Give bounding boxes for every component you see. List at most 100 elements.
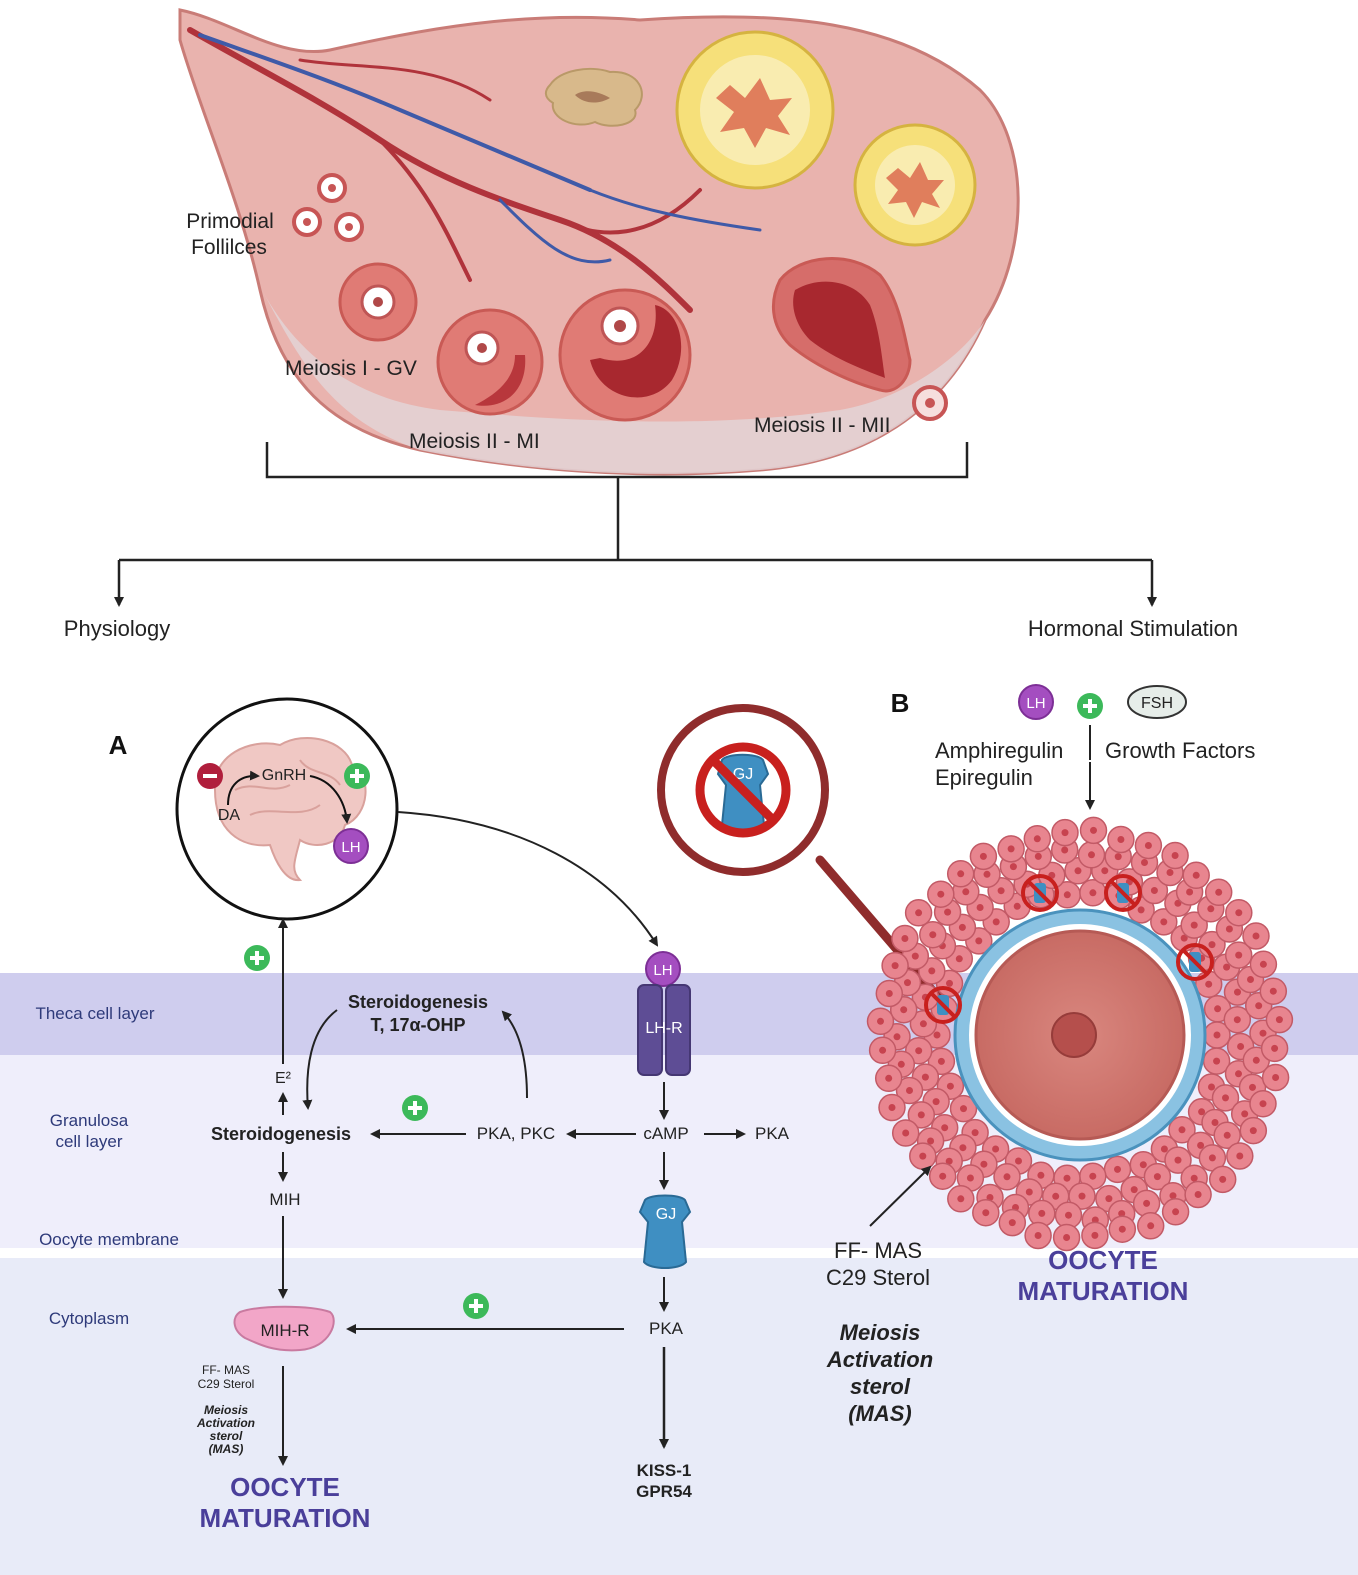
cumulus-cell-nucleus [1211, 1119, 1219, 1126]
primordial-follicles [292, 173, 364, 242]
cumulus-cell-nucleus [1255, 1002, 1263, 1010]
cumulus-cell-nucleus [891, 962, 899, 970]
cumulus-cell-nucleus [1213, 1057, 1221, 1065]
lh-r-label: LH-R [645, 1020, 682, 1037]
mas-label-1: Meiosis [840, 1320, 921, 1345]
mas-small-2: Activation [196, 1416, 255, 1430]
cumulus-cell-nucleus [997, 887, 1005, 895]
cumulus-cell-nucleus [1194, 1191, 1202, 1198]
granulosa-layer-label-1: Granulosa [50, 1111, 129, 1130]
cumulus-cell-nucleus [1259, 1029, 1267, 1037]
cumulus-cell-nucleus [1271, 1044, 1279, 1052]
cumulus-cell-nucleus [1150, 887, 1158, 894]
ffmas-small-2: C29 Sterol [198, 1377, 255, 1391]
cumulus-cell-nucleus [1034, 1232, 1042, 1239]
cumulus-cell-nucleus [960, 1105, 967, 1113]
brain-inset: GnRH DA LH [175, 697, 399, 921]
panel-a-letter: A [109, 730, 128, 760]
cumulus-cell-nucleus [915, 1047, 923, 1055]
cumulus-cell-nucleus [1117, 836, 1125, 843]
cumulus-cell-nucleus [893, 1033, 901, 1041]
pka-pkc-label: PKA, PKC [477, 1124, 555, 1143]
cumulus-cell-nucleus [1144, 842, 1152, 849]
kiss-label-2: GPR54 [636, 1482, 692, 1501]
cumulus-cell-nucleus [1178, 1126, 1186, 1134]
oocyte-nucleus [1051, 1012, 1097, 1058]
cumulus-cell-nucleus [979, 852, 987, 860]
mih-r-label: MIH-R [260, 1321, 309, 1340]
cumulus-cell-nucleus [966, 1174, 974, 1182]
lh-ligand-label: LH [653, 962, 672, 979]
cumulus-cell-nucleus [1015, 1157, 1022, 1165]
cumulus-cell-nucleus [1034, 852, 1042, 860]
cumulus-cell-nucleus [1114, 853, 1122, 861]
cumulus-cell-nucleus [1259, 1100, 1267, 1108]
cumulus-cell-nucleus [1223, 963, 1231, 971]
epiregulin-label: Epiregulin [935, 765, 1033, 790]
meiosis2-mii-label: Meiosis II - MII [754, 414, 891, 437]
cumulus-cell-nucleus [1205, 980, 1213, 988]
fsh-badge [1127, 685, 1187, 719]
cumulus-oocyte-complex [866, 816, 1294, 1252]
cumulus-cell-nucleus [946, 979, 953, 987]
cumulus-cell-nucleus [1033, 835, 1041, 843]
cumulus-cell-nucleus [1235, 909, 1243, 917]
mas-small-4: (MAS) [209, 1442, 244, 1456]
mas-label-3: sterol [850, 1374, 911, 1399]
cumulus-cell-nucleus [1225, 925, 1233, 933]
mas-label-4: (MAS) [848, 1401, 912, 1426]
fsh-label: FSH [1141, 695, 1173, 712]
cytoplasm-label: Cytoplasm [49, 1309, 129, 1328]
follicle-gv [338, 262, 418, 342]
corpus-luteum-small [853, 123, 977, 247]
lh-brain-badge [333, 828, 369, 864]
cumulus-cell-nucleus [1038, 1209, 1046, 1217]
cumulus-cell-nucleus [1236, 1152, 1244, 1160]
mas-small-1: Meiosis [204, 1403, 248, 1417]
prohibited-icon [695, 742, 791, 838]
cumulus-cell-nucleus [1061, 829, 1069, 837]
gj-blocked-marks [924, 874, 1214, 1024]
kiss-label-1: KISS-1 [637, 1461, 692, 1480]
oocyte-maturation-a-2: MATURATION [200, 1503, 371, 1533]
cumulus-cell-nucleus [1215, 888, 1223, 896]
cumulus-cell-nucleus [957, 870, 965, 878]
cumulus-cell-nucleus [1241, 1110, 1249, 1118]
cumulus-cell-nucleus [1219, 1175, 1227, 1183]
cumulus-cell-nucleus [1013, 902, 1021, 910]
cumulus-cell-nucleus [1247, 976, 1254, 983]
cumulus-cell-nucleus [888, 1104, 896, 1111]
cumulus-cell-nucleus [976, 904, 984, 911]
ffmas-label-2: C29 Sterol [826, 1265, 930, 1290]
follicle-ovulating [771, 257, 948, 421]
cumulus-cell-nucleus [983, 870, 991, 878]
cumulus-cell-nucleus [1089, 889, 1097, 897]
cumulus-cell-nucleus [1065, 1211, 1072, 1219]
cumulus-cell-nucleus [980, 1160, 988, 1168]
cumulus-cell-nucleus [1063, 1234, 1071, 1241]
cumulus-cell-nucleus [1007, 845, 1015, 853]
cumulus-cell-nucleus [1063, 891, 1071, 899]
ffmas-small-1: FF- MAS [202, 1363, 250, 1377]
cumulus-cell-nucleus [900, 1006, 908, 1014]
cumulus-cell-nucleus [959, 1144, 967, 1152]
meiosis2-mi-label: Meiosis II - MI [409, 430, 540, 453]
cumulus-cell-nucleus [877, 1017, 884, 1025]
cumulus-cell-nucleus [929, 931, 937, 939]
primordial-label-2: Follilces [191, 236, 267, 259]
cumulus-cell-nucleus [911, 952, 919, 960]
brain-to-lh-arrow [397, 811, 659, 947]
cumulus-cell-nucleus [879, 1046, 887, 1054]
meiosis1-gv-label: Meiosis I - GV [285, 357, 417, 380]
cumulus-cell-nucleus [885, 1074, 893, 1082]
cumulus-cell-nucleus [1272, 1074, 1280, 1081]
cumulus-cell-nucleus [1171, 852, 1179, 859]
oocyte-membrane-label: Oocyte membrane [39, 1230, 179, 1249]
e2-label: E² [275, 1070, 292, 1087]
panel-b-letter: B [891, 688, 910, 718]
cumulus-cell-nucleus [1174, 1156, 1182, 1164]
cumulus-cell-nucleus [1174, 899, 1182, 907]
cumulus-cell-nucleus [1214, 1005, 1222, 1013]
cumulus-cell-nucleus [928, 967, 936, 975]
